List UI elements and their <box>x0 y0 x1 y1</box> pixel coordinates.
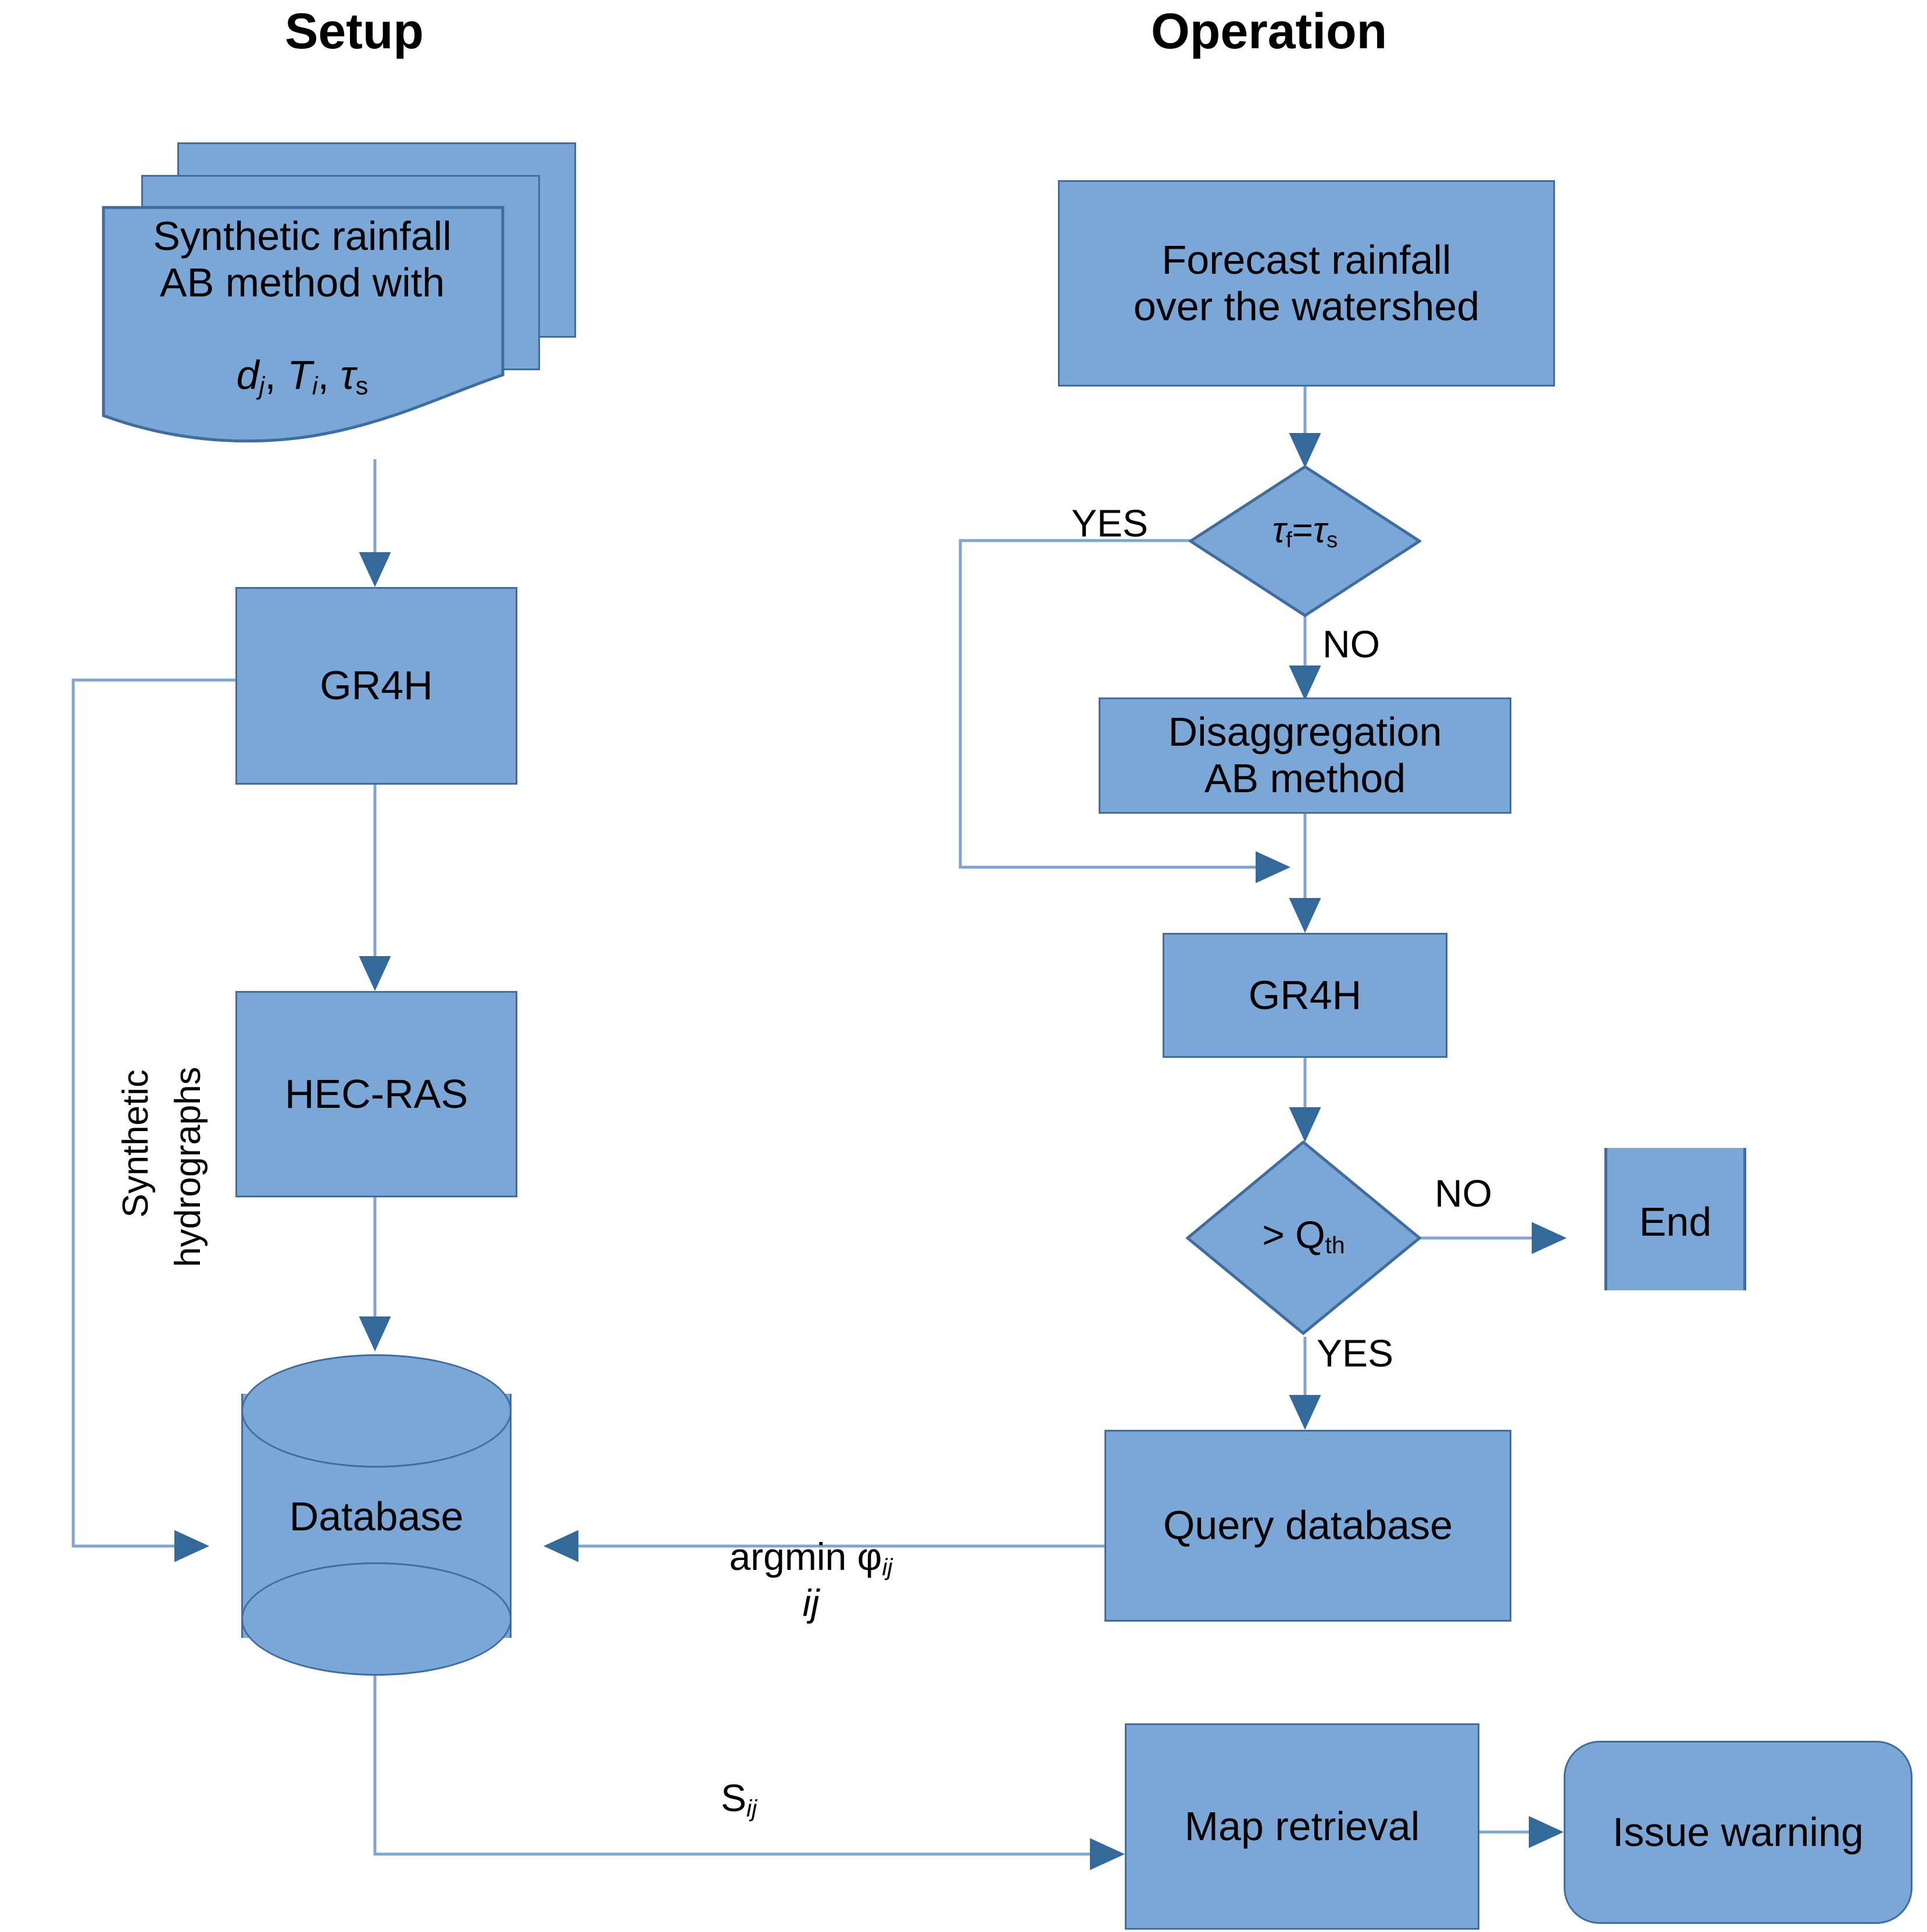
synthetic-rainfall-text: Synthetic rainfall AB method with dj, Ti… <box>102 213 503 401</box>
edge-label-synthetic-hydrographs-line1: Synthetic <box>116 1069 156 1218</box>
synthetic-rainfall-document-stack[interactable]: Synthetic rainfall AB method with dj, Ti… <box>102 142 648 468</box>
node-map-retrieval-label: Map retrieval <box>1184 1803 1420 1849</box>
node-gr4h-operation[interactable]: GR4H <box>1163 933 1447 1058</box>
column-title-operation: Operation <box>1151 3 1388 59</box>
node-forecast-rainfall-line2: over the watershed <box>1133 283 1480 329</box>
node-gr4h-setup-label: GR4H <box>320 663 433 709</box>
node-decision-tau-label: τf=τs <box>1272 510 1338 553</box>
node-decision-q-threshold-label: > Qth <box>1262 1213 1345 1258</box>
node-disaggregation-line1: Disaggregation <box>1168 709 1442 755</box>
diamond-shape-tau <box>1188 465 1422 617</box>
node-hec-ras-label: HEC-RAS <box>284 1071 469 1117</box>
edge-label-tau-yes: YES <box>1071 502 1149 545</box>
node-map-retrieval[interactable]: Map retrieval <box>1125 1723 1479 1930</box>
node-issue-warning[interactable]: Issue warning <box>1564 1741 1912 1924</box>
edge-label-q-no: NO <box>1435 1172 1492 1215</box>
node-decision-q-threshold[interactable]: > Qth <box>1185 1140 1422 1336</box>
cylinder-bottom-ellipse <box>241 1562 512 1676</box>
node-decision-tau[interactable]: τf=τs <box>1188 465 1422 617</box>
node-forecast-rainfall[interactable]: Forecast rainfall over the watershed <box>1058 180 1555 387</box>
edge-tau-yes-bypass <box>959 539 1290 883</box>
node-database-label: Database <box>289 1494 464 1539</box>
edge-label-tau-no: NO <box>1322 622 1380 666</box>
node-query-database[interactable]: Query database <box>1104 1430 1511 1622</box>
node-disaggregation[interactable]: Disaggregation AB method <box>1099 697 1511 814</box>
edge-label-q-yes: YES <box>1317 1332 1394 1375</box>
synthetic-rainfall-line1: Synthetic rainfall <box>153 213 452 259</box>
node-issue-warning-label: Issue warning <box>1613 1809 1864 1855</box>
diamond-shape-q <box>1185 1140 1422 1336</box>
node-forecast-rainfall-line1: Forecast rainfall <box>1161 237 1451 282</box>
node-end-label: End <box>1639 1199 1712 1244</box>
node-database-cylinder[interactable]: Database <box>241 1354 512 1680</box>
node-hec-ras[interactable]: HEC-RAS <box>235 991 517 1197</box>
node-gr4h-operation-label: GR4H <box>1248 972 1362 1018</box>
edge-label-synthetic-hydrographs-line2: hydrographs <box>168 1067 208 1267</box>
synthetic-rainfall-line2: AB method with <box>159 259 445 305</box>
node-query-database-label: Query database <box>1163 1502 1453 1548</box>
edge-gr4h-feedback-to-database <box>71 678 235 1562</box>
edge-label-argmin: argmin φij ij <box>729 1535 893 1624</box>
document-sheet-front <box>102 206 505 443</box>
synthetic-rainfall-parameters: dj, Ti, τs <box>236 352 369 400</box>
column-title-setup: Setup <box>285 3 424 59</box>
edge-label-s-ij: Sij <box>721 1776 757 1822</box>
node-disaggregation-line2: AB method <box>1204 756 1406 801</box>
edge-database-to-map-retrieval <box>373 1674 1125 1870</box>
cylinder-top-ellipse <box>241 1354 512 1468</box>
node-end-terminator[interactable]: End <box>1565 1128 1786 1310</box>
node-gr4h-setup[interactable]: GR4H <box>235 587 517 785</box>
